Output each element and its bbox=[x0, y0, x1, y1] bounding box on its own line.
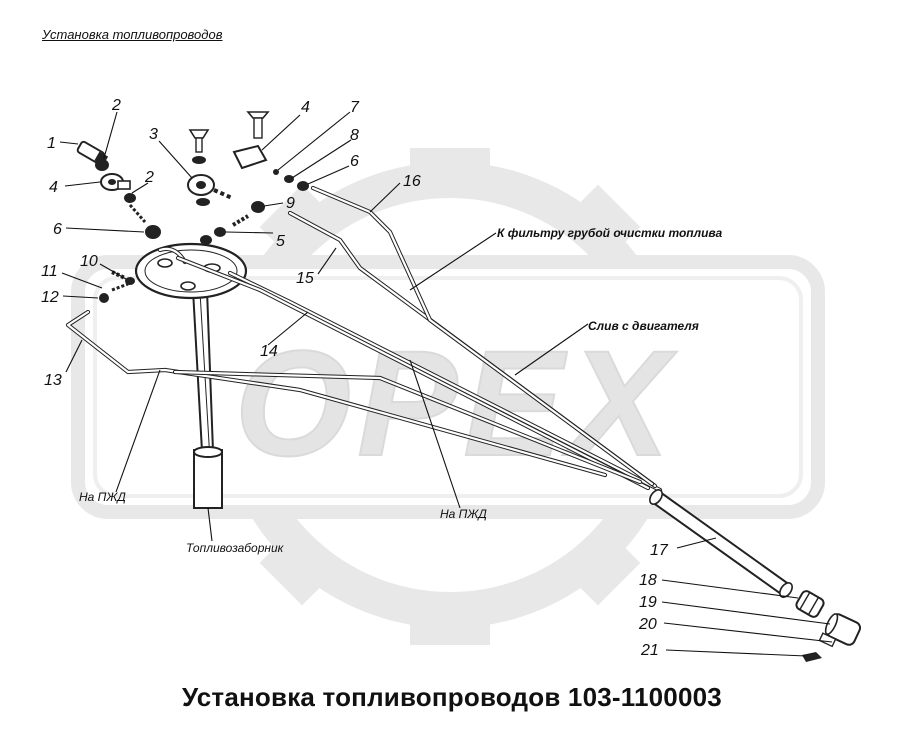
intake-flange bbox=[134, 242, 248, 300]
banjo-part-4-left bbox=[100, 173, 131, 191]
callout-17: 17 bbox=[650, 542, 669, 559]
callout-numbers: 1 2 2 3 4 4 5 6 6 7 8 9 10 11 12 13 14 1… bbox=[41, 97, 669, 659]
callout-4-upper: 4 bbox=[301, 99, 310, 116]
callout-11: 11 bbox=[41, 263, 58, 280]
callout-8: 8 bbox=[350, 127, 359, 144]
callout-5: 5 bbox=[276, 233, 285, 250]
callout-6-left: 6 bbox=[53, 221, 62, 238]
bolt-part-3 bbox=[187, 129, 233, 206]
callout-14: 14 bbox=[260, 343, 278, 360]
label-filter: К фильтру грубой очистки топлива bbox=[497, 226, 723, 240]
part-7 bbox=[273, 169, 279, 175]
callout-18: 18 bbox=[639, 572, 657, 589]
nut-part-6-left bbox=[145, 225, 161, 239]
callout-7: 7 bbox=[350, 99, 360, 116]
nut-part-6-right bbox=[297, 181, 309, 191]
callout-3: 3 bbox=[149, 126, 158, 143]
callout-12: 12 bbox=[41, 289, 59, 306]
washer-part-9 bbox=[251, 201, 265, 213]
callout-13: 13 bbox=[44, 372, 62, 389]
washer-part-2-lower bbox=[124, 193, 136, 203]
callout-16: 16 bbox=[403, 173, 421, 190]
nut-part-12 bbox=[99, 293, 109, 303]
bolt-part-4-upper bbox=[232, 111, 270, 170]
label-intake: Топливозаборник bbox=[186, 541, 285, 555]
washer-part-2-upper bbox=[95, 159, 109, 171]
callout-4-left: 4 bbox=[49, 179, 58, 196]
fittings bbox=[76, 111, 309, 303]
label-drain: Слив с двигателя bbox=[588, 319, 699, 333]
leader-lines bbox=[59, 111, 833, 657]
label-pzhd-left: На ПЖД bbox=[79, 490, 126, 504]
fuel-lines bbox=[65, 185, 663, 493]
callout-19: 19 bbox=[639, 594, 657, 611]
callout-21: 21 bbox=[640, 642, 659, 659]
callout-2-lower: 2 bbox=[144, 169, 154, 186]
callout-9: 9 bbox=[286, 195, 295, 212]
callout-20: 20 bbox=[638, 616, 657, 633]
clamp-part-18 bbox=[795, 590, 825, 618]
label-pzhd-right: На ПЖД bbox=[440, 507, 487, 521]
callout-1: 1 bbox=[47, 135, 56, 152]
part-8 bbox=[284, 175, 294, 183]
callout-10: 10 bbox=[80, 253, 98, 270]
nut-part-5 bbox=[214, 227, 226, 237]
intake-pipe-end bbox=[193, 449, 223, 509]
diagram-caption: Установка топливопроводов 103-1100003 bbox=[182, 682, 722, 712]
watermark-text: OPEX bbox=[235, 319, 678, 487]
watermark-gear: OPEX bbox=[71, 148, 825, 645]
callout-2-upper: 2 bbox=[111, 97, 121, 114]
hose-assembly bbox=[649, 489, 862, 662]
callout-15: 15 bbox=[296, 270, 314, 287]
diagram-header: Установка топливопроводов bbox=[42, 27, 223, 42]
text-labels: К фильтру грубой очистки топлива Слив с … bbox=[79, 226, 723, 555]
callout-6-right: 6 bbox=[350, 153, 359, 170]
part-21 bbox=[802, 652, 822, 662]
fitting-part-19-20 bbox=[818, 613, 862, 648]
